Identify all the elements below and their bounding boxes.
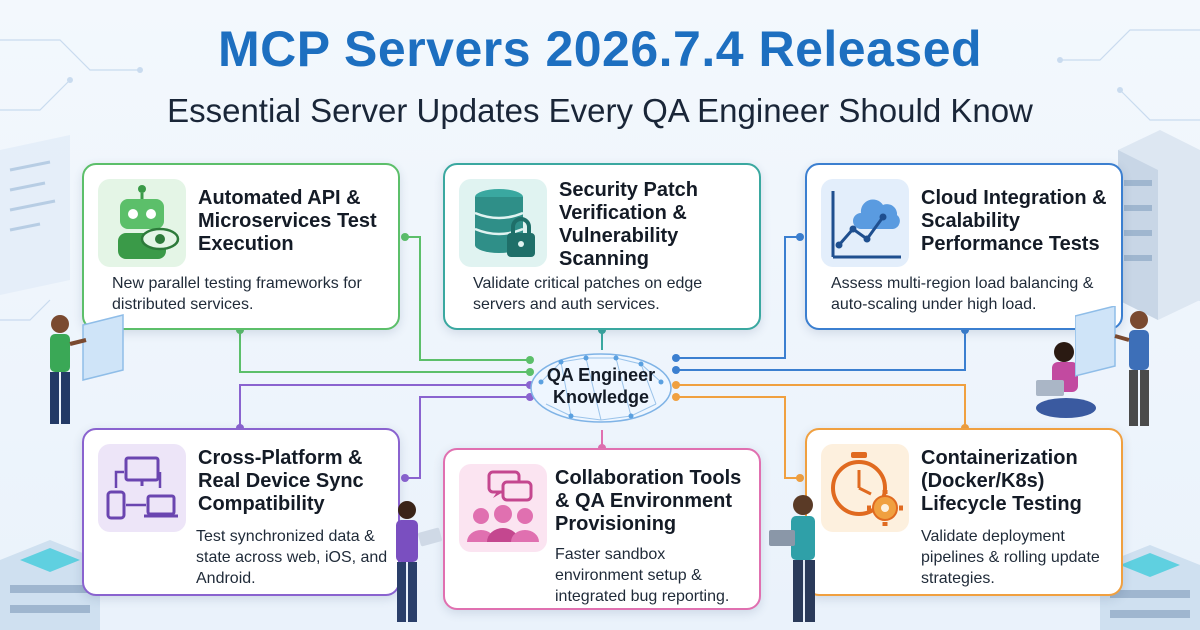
brain-network-icon: [530, 353, 672, 423]
connector-cloud: [676, 330, 966, 371]
card-title: Automated API & Microservices Test Execu…: [198, 187, 377, 255]
devices-sync-icon: [98, 444, 186, 532]
connector-api-side: [405, 236, 530, 361]
page-subtitle: Essential Server Updates Every QA Engine…: [167, 92, 1033, 129]
card-api-testing: Automated API & Microservices Test Execu…: [82, 163, 400, 330]
card-collaboration: Collaboration Tools & QA Environment Pro…: [443, 448, 761, 610]
person-laptop-center-icon: [769, 495, 815, 622]
connector-crossplatform-side: [405, 396, 530, 479]
card-cross-platform: Cross-Platform & Real Device Sync Compat…: [82, 428, 400, 596]
card-containerization: Containerization (Docker/K8s) Lifecycle …: [805, 428, 1123, 596]
database-lock-icon: [459, 179, 547, 267]
card-title: Containerization (Docker/K8s) Lifecycle …: [921, 447, 1082, 515]
stopwatch-gear-icon: [821, 444, 909, 532]
person-tablet-left-icon: [396, 501, 442, 622]
card-description: Faster sandbox environment setup & integ…: [555, 546, 730, 605]
card-title: Cloud Integration & Scalability Performa…: [921, 187, 1107, 255]
cloud-chart-icon: [821, 179, 909, 267]
team-chat-icon: [459, 464, 547, 552]
connector-container-side: [676, 396, 800, 479]
card-description: New parallel testing frameworks for dist…: [112, 275, 362, 313]
connector-crossplatform: [239, 384, 530, 428]
person-standing-right-icon: [1075, 306, 1149, 426]
person-sitting-laptop-icon: [1036, 342, 1096, 418]
card-cloud-integration: Cloud Integration & Scalability Performa…: [805, 163, 1123, 330]
hub-label: QA Engineer Knowledge: [546, 365, 656, 407]
card-description: Test synchronized data & state across we…: [196, 528, 388, 587]
knowledge-hub: QA Engineer Knowledge: [526, 352, 676, 428]
robot-eye-icon: [98, 179, 186, 267]
page-title: MCP Servers 2026.7.4 Released: [217, 21, 983, 77]
card-title: Collaboration Tools & QA Environment Pro…: [555, 467, 742, 535]
card-security-patch: Security Patch Verification & Vulnerabil…: [443, 163, 761, 330]
card-description: Validate critical patches on edge server…: [473, 275, 703, 313]
card-description: Validate deployment pipelines & rolling …: [921, 528, 1100, 587]
connector-cloud-side: [676, 236, 800, 359]
connector-container: [676, 384, 966, 428]
card-title: Security Patch Verification & Vulnerabil…: [559, 179, 698, 270]
card-title: Cross-Platform & Real Device Sync Compat…: [198, 447, 364, 515]
card-description: Assess multi-region load balancing & aut…: [831, 275, 1094, 313]
person-standing-left-icon: [50, 314, 124, 424]
connector-api: [239, 330, 530, 373]
